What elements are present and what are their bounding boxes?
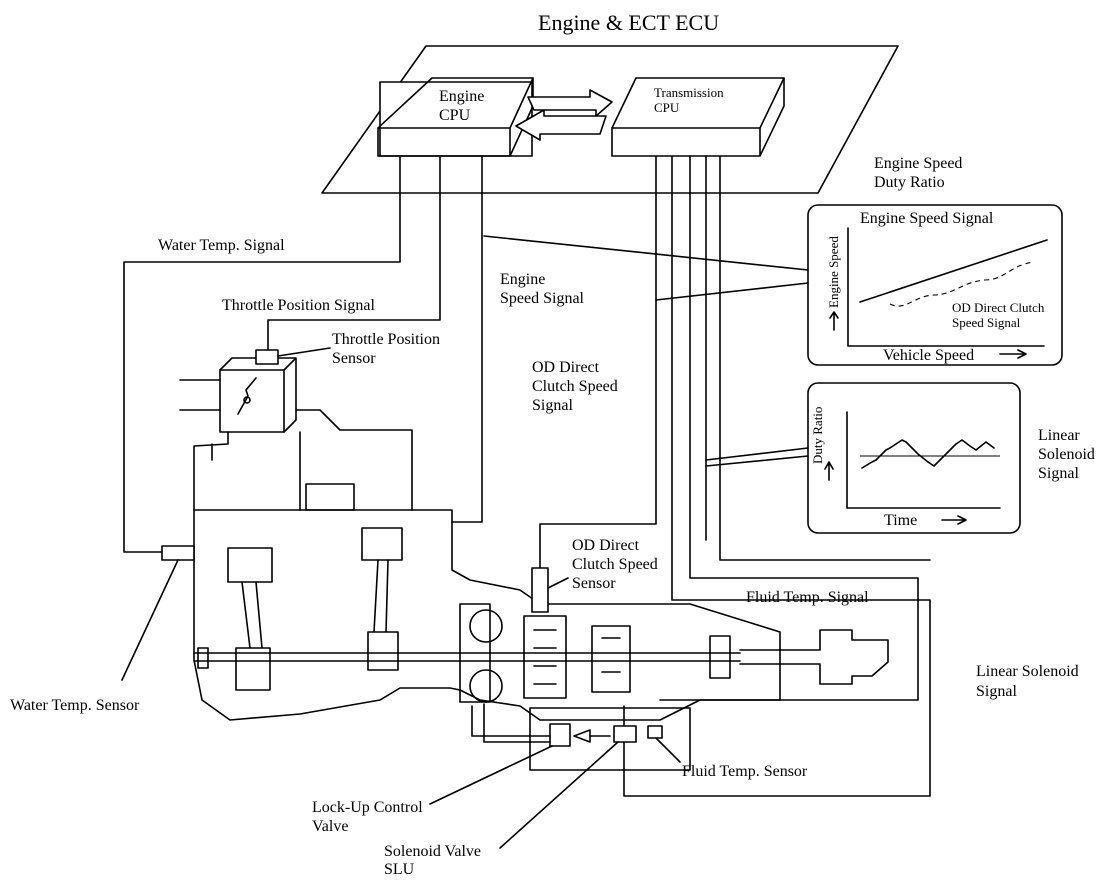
duty-ratio-signal-label-1: Engine Speed — [874, 155, 962, 172]
engine-speed-signal-line — [451, 155, 483, 523]
throttle-position-signal-label: Throttle Position Signal — [222, 297, 375, 314]
water-temp-signal-label: Water Temp. Signal — [158, 237, 285, 254]
engine-cpu-box — [377, 77, 534, 157]
od-clutch-signal-line — [539, 155, 657, 569]
od-clutch-sensor-label-3: Sensor — [572, 575, 616, 592]
engine-speed-y-label: Engine Speed — [826, 236, 841, 308]
output-yoke — [739, 629, 889, 685]
clutch-2 — [591, 625, 631, 693]
od-clutch-speed-curve — [889, 261, 1035, 307]
ecu-output-line — [719, 155, 931, 561]
fluid-temp-signal-line — [659, 155, 919, 701]
od-clutch-signal-label-3: Signal — [532, 397, 573, 414]
hydraulic-lines — [471, 703, 551, 743]
water-temp-sensor-leader — [121, 559, 179, 681]
slu-valve-label-2: SLU — [384, 861, 415, 878]
duty-ratio-x-label: Time — [884, 512, 917, 529]
throttle-sensor-label-2: Sensor — [332, 350, 376, 367]
engine-speed-graph-frame — [807, 204, 1063, 366]
od-clutch-sensor-label-1: OD Direct — [572, 537, 640, 554]
intake-plenum — [305, 483, 355, 511]
linear-solenoid-bottom-label-1: Linear Solenoid — [976, 663, 1079, 680]
linear-solenoid-signal-label-3: Signal — [1038, 465, 1079, 482]
throttle-body — [179, 357, 297, 433]
duty-ratio-signal-label-2: Duty Ratio — [874, 174, 945, 191]
lock-up-control-valve — [549, 723, 571, 747]
fluid-temp-signal-label: Fluid Temp. Signal — [746, 589, 869, 606]
duty-ratio-triangle-wave — [861, 439, 995, 469]
piston-2 — [361, 527, 403, 671]
piston-1 — [227, 547, 273, 691]
transmission-cpu-label-2: CPU — [654, 100, 680, 115]
water-temp-sensor-label: Water Temp. Sensor — [10, 697, 140, 714]
torque-converter-upper — [469, 609, 503, 643]
ecu-housing — [321, 45, 899, 194]
engine-cpu-label-2: CPU — [439, 107, 471, 124]
crank-end — [197, 647, 209, 669]
torque-converter-lower — [469, 669, 503, 703]
linear-solenoid-signal-line — [623, 155, 931, 797]
duty-ratio-wedge — [705, 447, 809, 467]
engine-cpu-label-1: Engine — [439, 88, 484, 105]
fluid-temp-sensor — [647, 725, 663, 739]
engine-speed-x-label: Vehicle Speed — [883, 347, 974, 364]
lock-up-leader — [429, 745, 553, 805]
od-clutch-sensor-label-2: Clutch Speed — [572, 556, 658, 573]
throttle-sensor-label-1: Throttle Position — [332, 331, 440, 348]
cpu-link-arrow-left — [515, 109, 607, 141]
diagram-title: Engine & ECT ECU — [538, 10, 719, 35]
linear-solenoid-bottom-label-2: Signal — [976, 683, 1017, 700]
slu-leader — [499, 741, 619, 849]
duty-ratio-x-arrow — [941, 515, 967, 525]
crankshaft — [193, 652, 741, 662]
od-clutch-speed-sensor — [531, 567, 549, 613]
output-gear — [709, 635, 731, 679]
transmission-cpu-label-1: Transmission — [654, 85, 724, 100]
fluid-temp-sensor-label: Fluid Temp. Sensor — [682, 763, 808, 780]
od-clutch-sensor-leader — [547, 577, 569, 589]
engine-speed-wedge — [483, 235, 809, 301]
od-clutch-speed-label-1: OD Direct Clutch — [952, 300, 1045, 315]
linear-solenoid-signal-label-1: Linear — [1038, 427, 1080, 444]
throttle-sensor-leader — [277, 347, 331, 357]
throttle-signal-line — [267, 155, 441, 353]
od-clutch-speed-label-2: Speed Signal — [952, 315, 1021, 330]
torque-converter — [459, 603, 491, 703]
engine-block — [193, 509, 781, 721]
transmission-cpu-box — [611, 77, 785, 157]
od-clutch-signal-label-2: Clutch Speed — [532, 378, 618, 395]
engine-speed-graph-title: Engine Speed Signal — [860, 210, 994, 227]
lock-up-valve-label-1: Lock-Up Control — [312, 799, 423, 816]
slu-valve-label-1: Solenoid Valve — [384, 843, 481, 860]
water-temp-sensor — [161, 545, 195, 561]
engine-speed-graph-axes — [847, 227, 1045, 347]
slu-arrow — [573, 729, 611, 743]
valve-body — [529, 707, 691, 771]
duty-ratio-graph-frame — [807, 382, 1021, 534]
duty-ratio-y-label: Duty Ratio — [810, 407, 825, 464]
duty-ratio-graph-axes — [846, 411, 1001, 509]
throttle-position-sensor — [255, 349, 279, 365]
od-clutch-signal-label-1: OD Direct — [532, 359, 600, 376]
intake-manifold — [193, 409, 413, 511]
engine-speed-signal-label-1: Engine — [500, 271, 545, 288]
water-temp-signal-line — [123, 155, 401, 553]
engine-speed-x-arrow — [999, 349, 1027, 359]
fluid-temp-sensor-leader — [655, 737, 681, 763]
solenoid-valve-slu — [613, 725, 637, 743]
engine-speed-signal-label-2: Speed Signal — [500, 290, 585, 307]
linear-solenoid-signal-label-2: Solenoid — [1038, 446, 1095, 463]
engine-speed-y-arrow — [829, 311, 839, 331]
od-direct-clutch — [523, 615, 567, 699]
engine-speed-line — [859, 239, 1048, 303]
lock-up-valve-label-2: Valve — [312, 818, 348, 835]
duty-ratio-y-arrow — [824, 461, 834, 481]
